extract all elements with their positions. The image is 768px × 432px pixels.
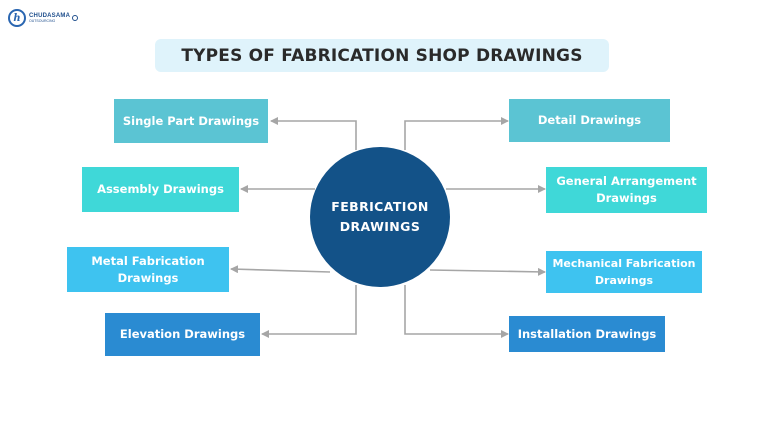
- node-label: Drawings: [594, 274, 654, 287]
- node-assembly-drawings: Assembly Drawings: [82, 167, 239, 212]
- node-installation-drawings: Installation Drawings: [509, 316, 665, 352]
- connector-elevation: [261, 285, 357, 338]
- node-detail-drawings: Detail Drawings: [509, 99, 670, 142]
- node-label: Elevation Drawings: [119, 327, 246, 341]
- logo-name: CHUDASAMA: [29, 12, 71, 19]
- brand-logo: h CHUDASAMA OUTSOURCING: [8, 8, 79, 28]
- node-general-arrangement-drawings: General Arrangement Drawings: [546, 167, 707, 213]
- node-mechanical-fabrication-drawings: Mechanical Fabrication Drawings: [546, 251, 702, 293]
- node-label: General Arrangement: [556, 174, 697, 188]
- node-label: Detail Drawings: [537, 113, 642, 127]
- node-metal-fabrication-drawings: Metal Fabrication Drawings: [67, 247, 229, 292]
- node-label: Drawings: [596, 191, 657, 205]
- node-label: Installation Drawings: [517, 326, 657, 341]
- node-label: Assembly Drawings: [97, 182, 224, 196]
- diagram-title: TYPES OF FABRICATION SHOP DRAWINGS: [155, 39, 609, 72]
- logo-text: CHUDASAMA OUTSOURCING: [29, 13, 70, 24]
- central-node: FEBRICATION DRAWINGS: [310, 147, 450, 287]
- connector-metal-fabrication: [230, 265, 331, 274]
- central-node-line1: FEBRICATION: [331, 199, 429, 214]
- node-single-part-drawings: Single Part Drawings: [114, 99, 268, 143]
- logo-mark-icon: h: [8, 9, 26, 27]
- connector-detail: [404, 117, 509, 150]
- node-label: Single Part Drawings: [122, 113, 260, 128]
- central-node-line2: DRAWINGS: [339, 219, 421, 234]
- connector-installation: [404, 285, 509, 338]
- node-label: Mechanical Fabrication: [552, 257, 696, 270]
- logo-tagline: OUTSOURCING: [29, 18, 56, 23]
- connector-mechanical-fabrication: [429, 267, 546, 276]
- connector-single-part: [270, 117, 357, 150]
- node-label: Metal Fabrication: [91, 253, 205, 268]
- node-label: Drawings: [117, 270, 179, 285]
- node-elevation-drawings: Elevation Drawings: [105, 313, 260, 356]
- registered-mark-icon: [72, 15, 79, 21]
